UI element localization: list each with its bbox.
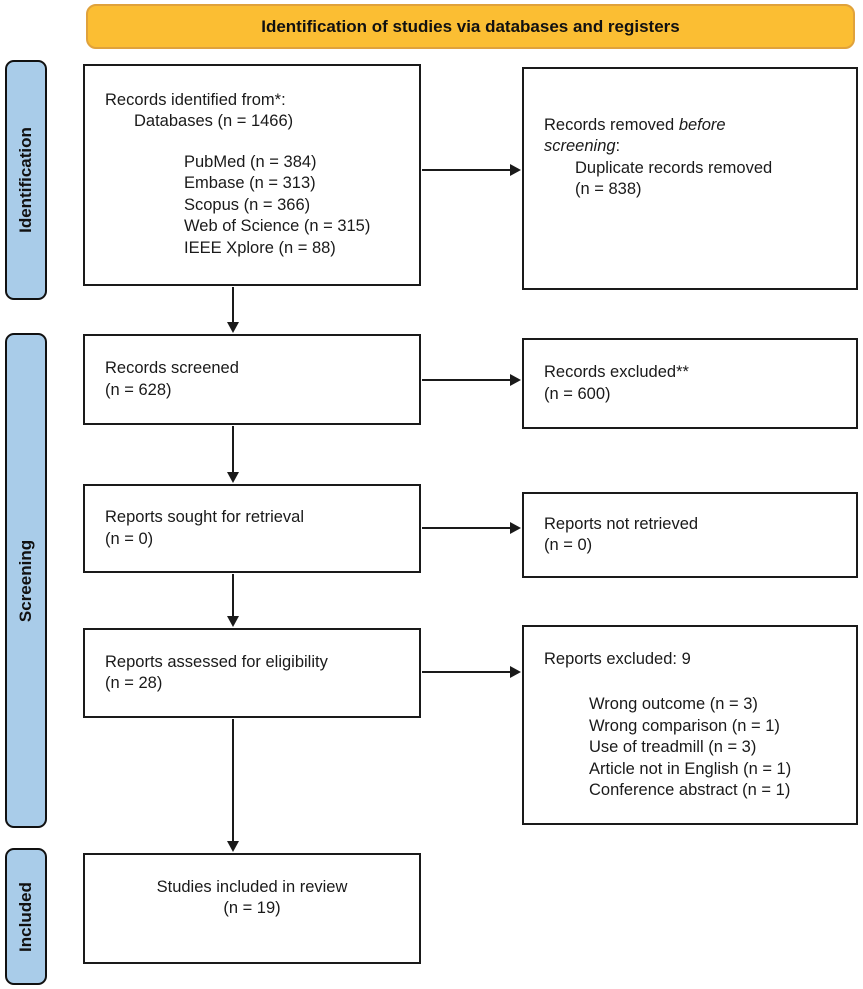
arrow-assessed-to-reportsexcluded-shaft: [422, 671, 511, 673]
arrow-assessed-to-included-head: [227, 841, 239, 852]
records-identified-subtitle: Databases (n = 1466): [134, 112, 294, 131]
box-reports-excluded: Reports excluded: 9 Wrong outcome (n = 3…: [522, 625, 858, 825]
database-list: PubMed (n = 384) Embase (n = 313) Scopus…: [184, 152, 407, 259]
exclusion-reason: Conference abstract (n = 1): [589, 781, 791, 800]
records-removed-title-italic2: screening: [544, 137, 616, 156]
records-removed-title-normal: Records removed: [544, 116, 679, 134]
database-item: IEEE Xplore (n = 88): [184, 238, 336, 257]
database-item: Embase (n = 313): [184, 174, 316, 193]
arrow-sought-to-assessed-head: [227, 616, 239, 627]
stage-label-screening: Screening: [5, 333, 47, 828]
stage-label-identification-text: Identification: [16, 127, 35, 233]
arrow-screened-to-excluded-shaft: [422, 379, 511, 381]
arrow-assessed-to-reportsexcluded-head: [510, 666, 521, 678]
arrow-identified-to-removed-head: [510, 164, 521, 176]
exclusion-reason: Wrong comparison (n = 1): [589, 716, 780, 735]
records-screened-count: (n = 628): [105, 380, 172, 399]
records-screened-title: Records screened: [105, 359, 239, 378]
box-records-removed: Records removed before screening: Duplica…: [522, 67, 858, 290]
arrow-identified-to-screened-head: [227, 322, 239, 333]
box-studies-included: Studies included in review (n = 19): [83, 853, 421, 964]
database-item: Web of Science (n = 315): [184, 217, 371, 236]
box-reports-sought: Reports sought for retrieval (n = 0): [83, 484, 421, 573]
reports-not-retrieved-title: Reports not retrieved: [544, 514, 699, 533]
records-removed-title: Records removed before screening:: [544, 115, 844, 158]
arrow-screened-to-excluded-head: [510, 374, 521, 386]
reports-assessed-count: (n = 28): [105, 674, 163, 692]
arrow-assessed-to-included-shaft: [232, 719, 234, 842]
records-excluded-count: (n = 600): [544, 384, 611, 403]
exclusion-reason-list: Wrong outcome (n = 3) Wrong comparison (…: [589, 694, 844, 801]
duplicates-removed-label: Duplicate records removed: [575, 158, 773, 177]
box-reports-not-retrieved: Reports not retrieved (n = 0): [522, 492, 858, 578]
box-reports-assessed: Reports assessed for eligibility (n = 28…: [83, 628, 421, 718]
reports-sought-count: (n = 0): [105, 529, 154, 548]
stage-label-included-text: Included: [16, 881, 35, 952]
box-records-excluded: Records excluded** (n = 600): [522, 338, 858, 429]
reports-sought-title: Reports sought for retrieval: [105, 508, 305, 527]
records-removed-title-italic1: before: [678, 116, 726, 134]
banner-title: Identification of studies via databases …: [86, 4, 855, 49]
stage-label-included: Included: [5, 848, 47, 985]
studies-included-title: Studies included in review: [156, 878, 348, 896]
duplicates-removed-count: (n = 838): [575, 180, 642, 199]
arrow-screened-to-sought-shaft: [232, 426, 234, 473]
stage-label-identification: Identification: [5, 60, 47, 300]
reports-not-retrieved-count: (n = 0): [544, 536, 593, 554]
records-removed-title-colon: :: [615, 137, 621, 156]
exclusion-reason: Article not in English (n = 1): [589, 759, 792, 778]
reports-excluded-title: Reports excluded: 9: [544, 650, 691, 668]
database-item: Scopus (n = 366): [184, 195, 311, 214]
exclusion-reason: Use of treadmill (n = 3): [589, 738, 757, 757]
box-records-identified: Records identified from*: Databases (n =…: [83, 64, 421, 286]
records-identified-title: Records identified from*:: [105, 91, 286, 109]
arrow-screened-to-sought-head: [227, 472, 239, 483]
exclusion-reason: Wrong outcome (n = 3): [589, 695, 758, 714]
arrow-sought-to-notretrieved-head: [510, 522, 521, 534]
arrow-sought-to-assessed-shaft: [232, 574, 234, 617]
arrow-identified-to-screened-shaft: [232, 287, 234, 323]
studies-included-count: (n = 19): [223, 899, 281, 918]
database-item: PubMed (n = 384): [184, 152, 317, 171]
reports-assessed-title: Reports assessed for eligibility: [105, 652, 328, 671]
box-records-screened: Records screened (n = 628): [83, 334, 421, 425]
arrow-sought-to-notretrieved-shaft: [422, 527, 511, 529]
records-excluded-title: Records excluded**: [544, 363, 689, 382]
stage-label-screening-text: Screening: [16, 539, 35, 622]
arrow-identified-to-removed-shaft: [422, 169, 511, 171]
